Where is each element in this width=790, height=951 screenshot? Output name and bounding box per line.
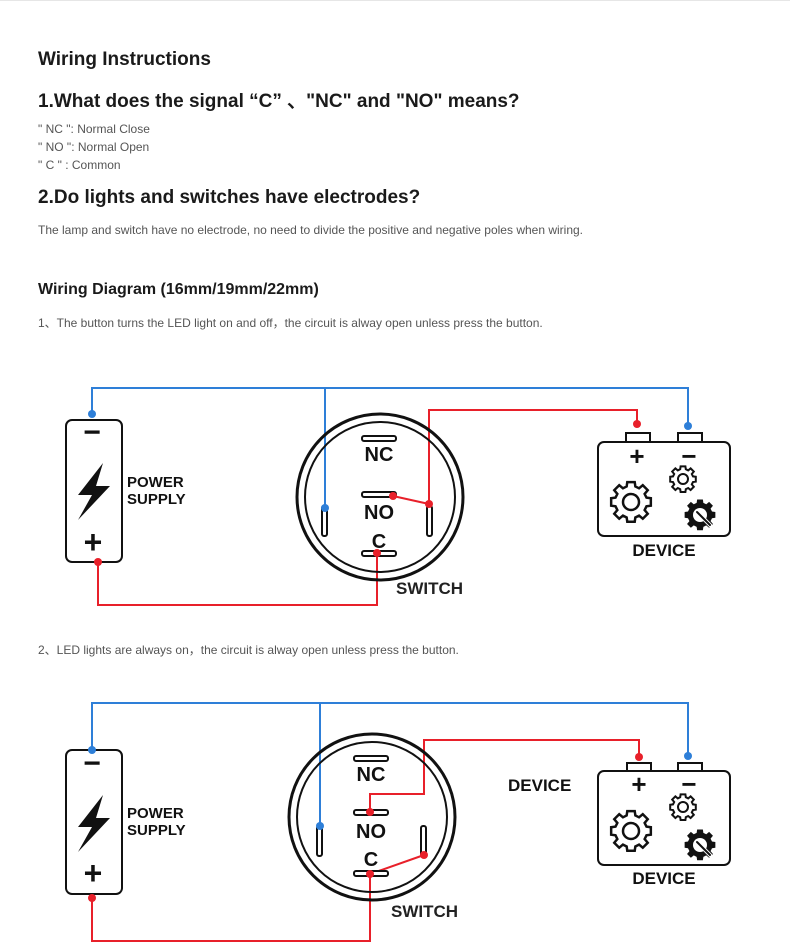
- power-supply-label-1: POWER: [127, 805, 184, 822]
- no-definition: " NO ": Normal Open: [38, 140, 150, 154]
- junction-dot: [88, 746, 96, 754]
- nc-label: NC: [365, 444, 394, 466]
- power-supply-label-2: SUPPLY: [127, 822, 186, 839]
- junction-dot: [373, 549, 381, 557]
- junction-dot: [88, 894, 96, 902]
- wire-positive-bottom: [97, 553, 378, 606]
- nc-label: NC: [357, 764, 386, 786]
- gear-wrench-icon: [682, 497, 718, 533]
- nc-terminal: [353, 755, 389, 762]
- c-label: C: [372, 531, 386, 553]
- question-2-answer: The lamp and switch have no electrode, n…: [38, 223, 584, 237]
- wire-positive-device: [369, 739, 640, 812]
- wire-positive-device: [428, 409, 638, 504]
- power-minus-symbol: −: [83, 416, 101, 449]
- question-2: 2.Do lights and switches have electrodes…: [38, 187, 421, 208]
- wire-negative-top: [91, 702, 689, 756]
- junction-dot: [88, 410, 96, 418]
- step-2-text: 2、LED lights are always on，the circuit i…: [38, 643, 459, 657]
- device-minus-symbol: −: [681, 441, 696, 471]
- gear-icon: [670, 466, 696, 492]
- power-supply-label-1: POWER: [127, 474, 184, 491]
- switch-inner-ring: [296, 741, 448, 893]
- switch-label: SWITCH: [391, 902, 458, 921]
- junction-dot: [321, 504, 329, 512]
- lightning-icon: [78, 795, 110, 852]
- junction-dot: [684, 422, 692, 430]
- junction-dot: [635, 753, 643, 761]
- switch-label: SWITCH: [396, 579, 463, 598]
- nc-terminal: [361, 435, 397, 442]
- junction-dot: [316, 822, 324, 830]
- device-plus-symbol: +: [631, 769, 646, 799]
- gear-icon: [609, 809, 653, 853]
- led-terminal-left: [316, 825, 323, 857]
- power-minus-symbol: −: [83, 747, 101, 780]
- gear-icon: [670, 794, 696, 820]
- question-1: 1.What does the signal “C” 、"NC" and "NO…: [38, 91, 520, 112]
- power-plus-symbol: +: [84, 855, 103, 891]
- c-definition: " C " : Common: [38, 158, 121, 172]
- power-supply-label-2: SUPPLY: [127, 491, 186, 508]
- gear-icon: [609, 480, 653, 524]
- top-divider: [0, 0, 790, 1]
- switch-outer-ring: [287, 732, 457, 902]
- wire-positive-bottom: [91, 874, 371, 942]
- led-terminal-right: [426, 505, 433, 537]
- no-label: NO: [364, 502, 394, 524]
- switch-outer-ring: [295, 412, 465, 582]
- power-plus-symbol: +: [84, 524, 103, 560]
- gear-wrench-icon: [682, 827, 718, 863]
- switch-inner-ring: [304, 421, 456, 573]
- no-label: NO: [356, 821, 386, 843]
- junction-dot: [366, 870, 374, 878]
- wiring-diagram-heading: Wiring Diagram (16mm/19mm/22mm): [38, 281, 319, 298]
- junction-dot: [94, 558, 102, 566]
- junction-dot: [389, 492, 397, 500]
- wire-internal-no: [392, 495, 430, 505]
- device-label: DEVICE: [632, 869, 695, 888]
- step-1-text: 1、The button turns the LED light on and …: [38, 316, 543, 330]
- nc-definition: " NC ": Normal Close: [38, 122, 150, 136]
- diagram-2: − + POWER SUPPLY NC NO C SWITCH DEVICE +…: [65, 702, 731, 942]
- device-label: DEVICE: [632, 541, 695, 560]
- lightning-icon: [78, 463, 110, 520]
- junction-dot: [420, 851, 428, 859]
- junction-dot: [684, 752, 692, 760]
- section-heading: Wiring Instructions: [38, 49, 211, 70]
- device-side-label: DEVICE: [508, 776, 571, 795]
- c-label: C: [364, 849, 378, 871]
- diagram-1: − + POWER SUPPLY NC NO C SWITCH + − DEVI…: [65, 387, 731, 606]
- junction-dot: [633, 420, 641, 428]
- device-plus-symbol: +: [629, 441, 644, 471]
- junction-dot: [366, 808, 374, 816]
- device-minus-symbol: −: [681, 769, 696, 799]
- junction-dot: [425, 500, 433, 508]
- wire-negative-top: [91, 387, 689, 426]
